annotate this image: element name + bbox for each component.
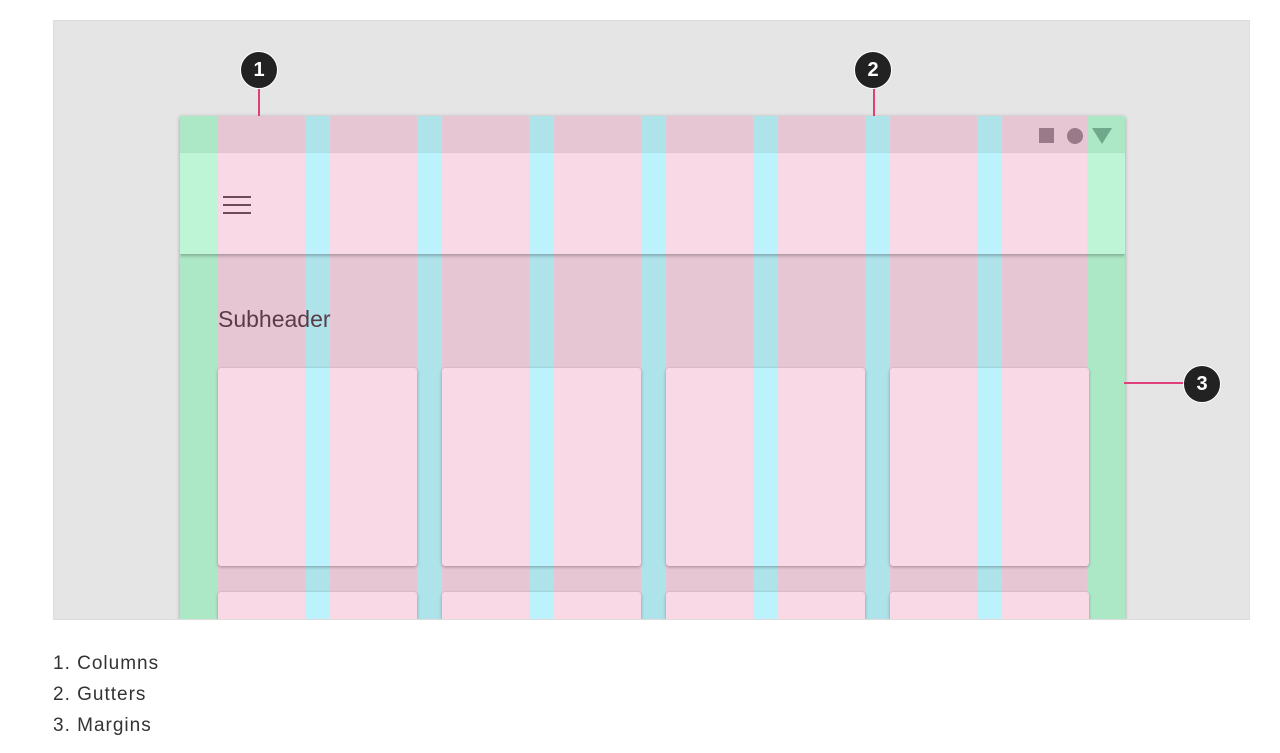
menu-icon[interactable]: [223, 196, 251, 214]
legend-list: 1. Columns 2. Gutters 3. Margins: [53, 648, 159, 741]
gutter: [529, 153, 554, 254]
gutter: [529, 368, 554, 566]
callout-line-gutters: [873, 87, 875, 116]
card[interactable]: [442, 368, 642, 566]
card[interactable]: [890, 592, 1090, 619]
card[interactable]: [218, 592, 418, 619]
margin-right: [1087, 153, 1125, 254]
circle-icon: [1067, 128, 1083, 144]
legend-item-margins: 3. Margins: [53, 715, 152, 736]
card[interactable]: [218, 368, 418, 566]
card[interactable]: [442, 592, 642, 619]
gutter: [529, 592, 554, 619]
gutter: [753, 368, 778, 566]
grid-diagram: Subheader: [53, 20, 1250, 620]
square-icon: [1039, 128, 1054, 143]
callout-margins: 3: [1183, 365, 1221, 403]
margin-left: [180, 153, 218, 254]
triangle-icon: [1092, 128, 1112, 144]
device-frame: Subheader: [180, 116, 1125, 619]
gutter: [977, 368, 1002, 566]
subheader: Subheader: [218, 306, 331, 332]
legend-item-gutters: 2. Gutters: [53, 684, 147, 705]
callout-line-columns: [258, 87, 260, 116]
gutter: [305, 592, 330, 619]
gutter: [865, 153, 890, 254]
gutter: [305, 368, 330, 566]
gutter: [417, 153, 442, 254]
card[interactable]: [890, 368, 1090, 566]
gutter: [977, 592, 1002, 619]
card[interactable]: [666, 592, 866, 619]
card[interactable]: [666, 368, 866, 566]
legend-item-columns: 1. Columns: [53, 653, 160, 674]
gutter: [753, 153, 778, 254]
gutter: [753, 592, 778, 619]
gutter: [305, 153, 330, 254]
gutter: [641, 153, 666, 254]
callout-columns: 1: [240, 51, 278, 89]
gutter: [977, 153, 1002, 254]
app-bar: [180, 153, 1125, 254]
callout-gutters: 2: [854, 51, 892, 89]
callout-line-margins: [1124, 382, 1186, 384]
